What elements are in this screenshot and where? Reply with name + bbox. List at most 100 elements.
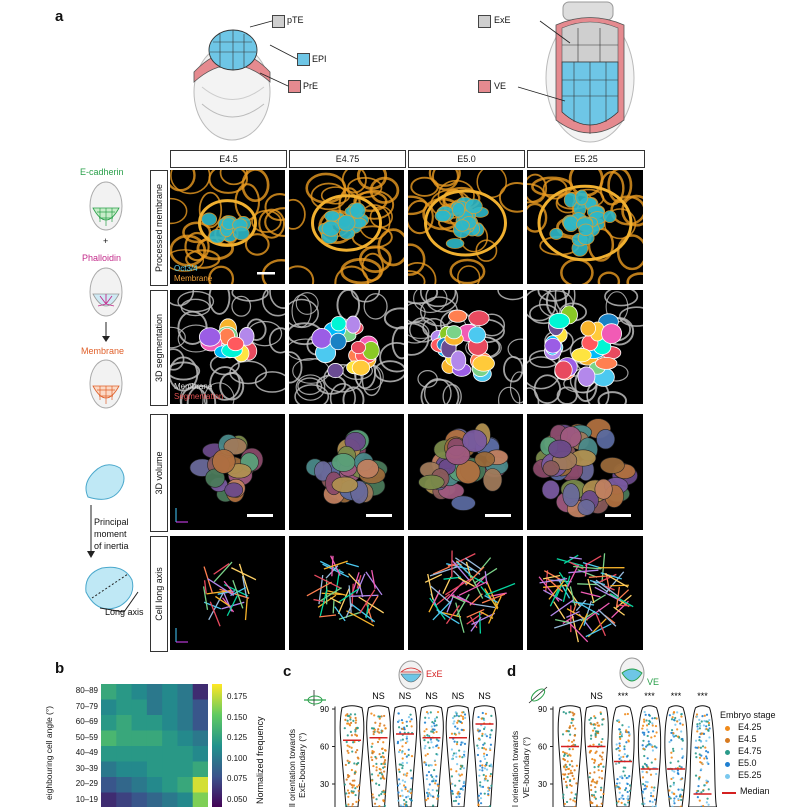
panel-letter-d: d	[507, 663, 517, 680]
heatmap-cell	[101, 746, 117, 762]
significance-label: NS	[399, 691, 412, 701]
colorbar	[212, 684, 222, 807]
epi-label: EPI	[312, 54, 327, 64]
heatmap-ytick: 70–79	[75, 701, 98, 711]
pte-label: pTE	[287, 15, 304, 25]
long-axis-label: Long axis	[105, 607, 144, 617]
heatmap-ylabel: eighbouring cell angle (°)	[44, 705, 54, 800]
heatmap-ytick: 10–19	[75, 794, 98, 804]
heatmap-cell	[177, 684, 194, 700]
exe-label: ExE	[494, 15, 511, 25]
legend-label: E4.75	[738, 746, 762, 756]
cell-shape-icon	[85, 464, 125, 500]
heatmap-cell	[116, 684, 133, 700]
heatmap	[101, 684, 208, 807]
heatmap-cell	[146, 777, 163, 793]
principal-label-1: Principal	[94, 517, 129, 527]
legend-median-label: Median	[740, 786, 770, 796]
image-panel-r2-c3	[408, 290, 523, 404]
membrane-embryo-icon	[89, 359, 123, 409]
row-label-volume: 3D volume	[150, 414, 168, 532]
long-axis-cell-icon	[85, 566, 139, 613]
heatmap-cell	[131, 777, 148, 793]
membrane-legend: Membrane	[174, 274, 213, 283]
heatmap-cell	[101, 715, 117, 731]
heatmap-cell	[162, 699, 178, 716]
exe-swatch	[478, 15, 491, 28]
embryo-schematic-e525	[545, 1, 635, 143]
heatmap-cell	[177, 715, 194, 731]
down-arrow-icon-2	[87, 505, 95, 558]
heatmap-cell	[192, 777, 208, 793]
legend-dot	[725, 738, 730, 743]
heatmap-cell	[101, 761, 117, 778]
heatmap-cell	[101, 699, 117, 716]
ve-swatch	[478, 80, 491, 93]
colorbar-tick: 0.100	[227, 753, 248, 763]
colorbar-tick: 0.175	[227, 692, 248, 701]
violin-ytick: 90	[320, 705, 329, 714]
legend-label: E4.25	[738, 722, 762, 732]
seg-membrane-legend: Membrane	[174, 382, 213, 391]
ecadherin-label: E-cadherin	[80, 167, 124, 177]
image-panel-r3-c3	[408, 414, 523, 530]
panel-letter-b: b	[55, 660, 65, 677]
significance-label: ***	[697, 691, 708, 701]
panel-c-ylabel-2: ExE-boundary (°)	[297, 732, 307, 798]
significance-label: ***	[644, 691, 655, 701]
heatmap-cell	[146, 761, 163, 778]
image-panel-r2-c4	[527, 290, 643, 404]
legend-dot	[725, 762, 730, 767]
heatmap-cell	[116, 777, 133, 793]
legend-label: E5.0	[738, 758, 757, 768]
colorbar-tick: 0.150	[227, 712, 248, 722]
heatmap-cell	[192, 715, 208, 731]
heatmap-ytick: 40–49	[75, 748, 98, 757]
pre-swatch	[288, 80, 301, 93]
heatmap-ytick: 60–69	[75, 717, 98, 726]
down-arrow-icon	[102, 322, 110, 342]
heatmap-cell	[116, 792, 133, 807]
legend-title: Embryo stage	[720, 710, 776, 720]
significance-label: ***	[618, 691, 629, 701]
stage-header-e45: E4.5	[170, 150, 287, 168]
segmentation-legend: Segmentation	[174, 392, 224, 401]
heatmap-cell	[162, 777, 178, 793]
heatmap-cell	[162, 715, 178, 731]
heatmap-cell	[177, 746, 194, 762]
stage-header-e525: E5.25	[527, 150, 645, 168]
heatmap-ytick: 20–29	[75, 779, 98, 788]
row-label-long-axis: Cell long axis	[150, 536, 168, 652]
heatmap-cell	[131, 730, 148, 747]
stage-header-e50: E5.0	[408, 150, 525, 168]
schematic-pointer-lines-left	[249, 20, 298, 87]
colorbar-tick: 0.125	[227, 733, 248, 742]
significance-label: NS	[425, 691, 438, 701]
heatmap-cell	[162, 730, 178, 747]
row-label-processed: Processed membrane	[150, 170, 168, 286]
heatmap-cell	[162, 684, 178, 700]
plus-sign: +	[103, 236, 109, 246]
heatmap-cell	[146, 684, 163, 700]
image-panel-r1-c1	[170, 170, 285, 284]
heatmap-cell	[116, 715, 133, 731]
heatmap-cell	[101, 792, 117, 807]
heatmap-cell	[146, 792, 163, 807]
epi-swatch	[297, 53, 310, 66]
violin-ytick: 60	[320, 743, 329, 752]
ve-label: VE	[494, 81, 507, 91]
legend-label: E5.25	[738, 770, 762, 780]
embryo-schematic-e45	[193, 29, 271, 141]
heatmap-cell	[146, 730, 163, 747]
heatmap-ytick: 80–89	[75, 686, 98, 695]
colorbar-label: Normalized frequency	[255, 716, 265, 804]
heatmap-ytick: 50–59	[75, 732, 98, 742]
image-panel-r4-c4	[527, 536, 643, 650]
heatmap-cell	[101, 730, 117, 747]
image-panel-r4-c2	[289, 536, 404, 650]
pre-label: PrE	[303, 81, 319, 91]
heatmap-cell	[162, 792, 178, 807]
image-panel-r3-c4	[527, 414, 643, 530]
phalloidin-label: Phalloidin	[82, 253, 122, 263]
